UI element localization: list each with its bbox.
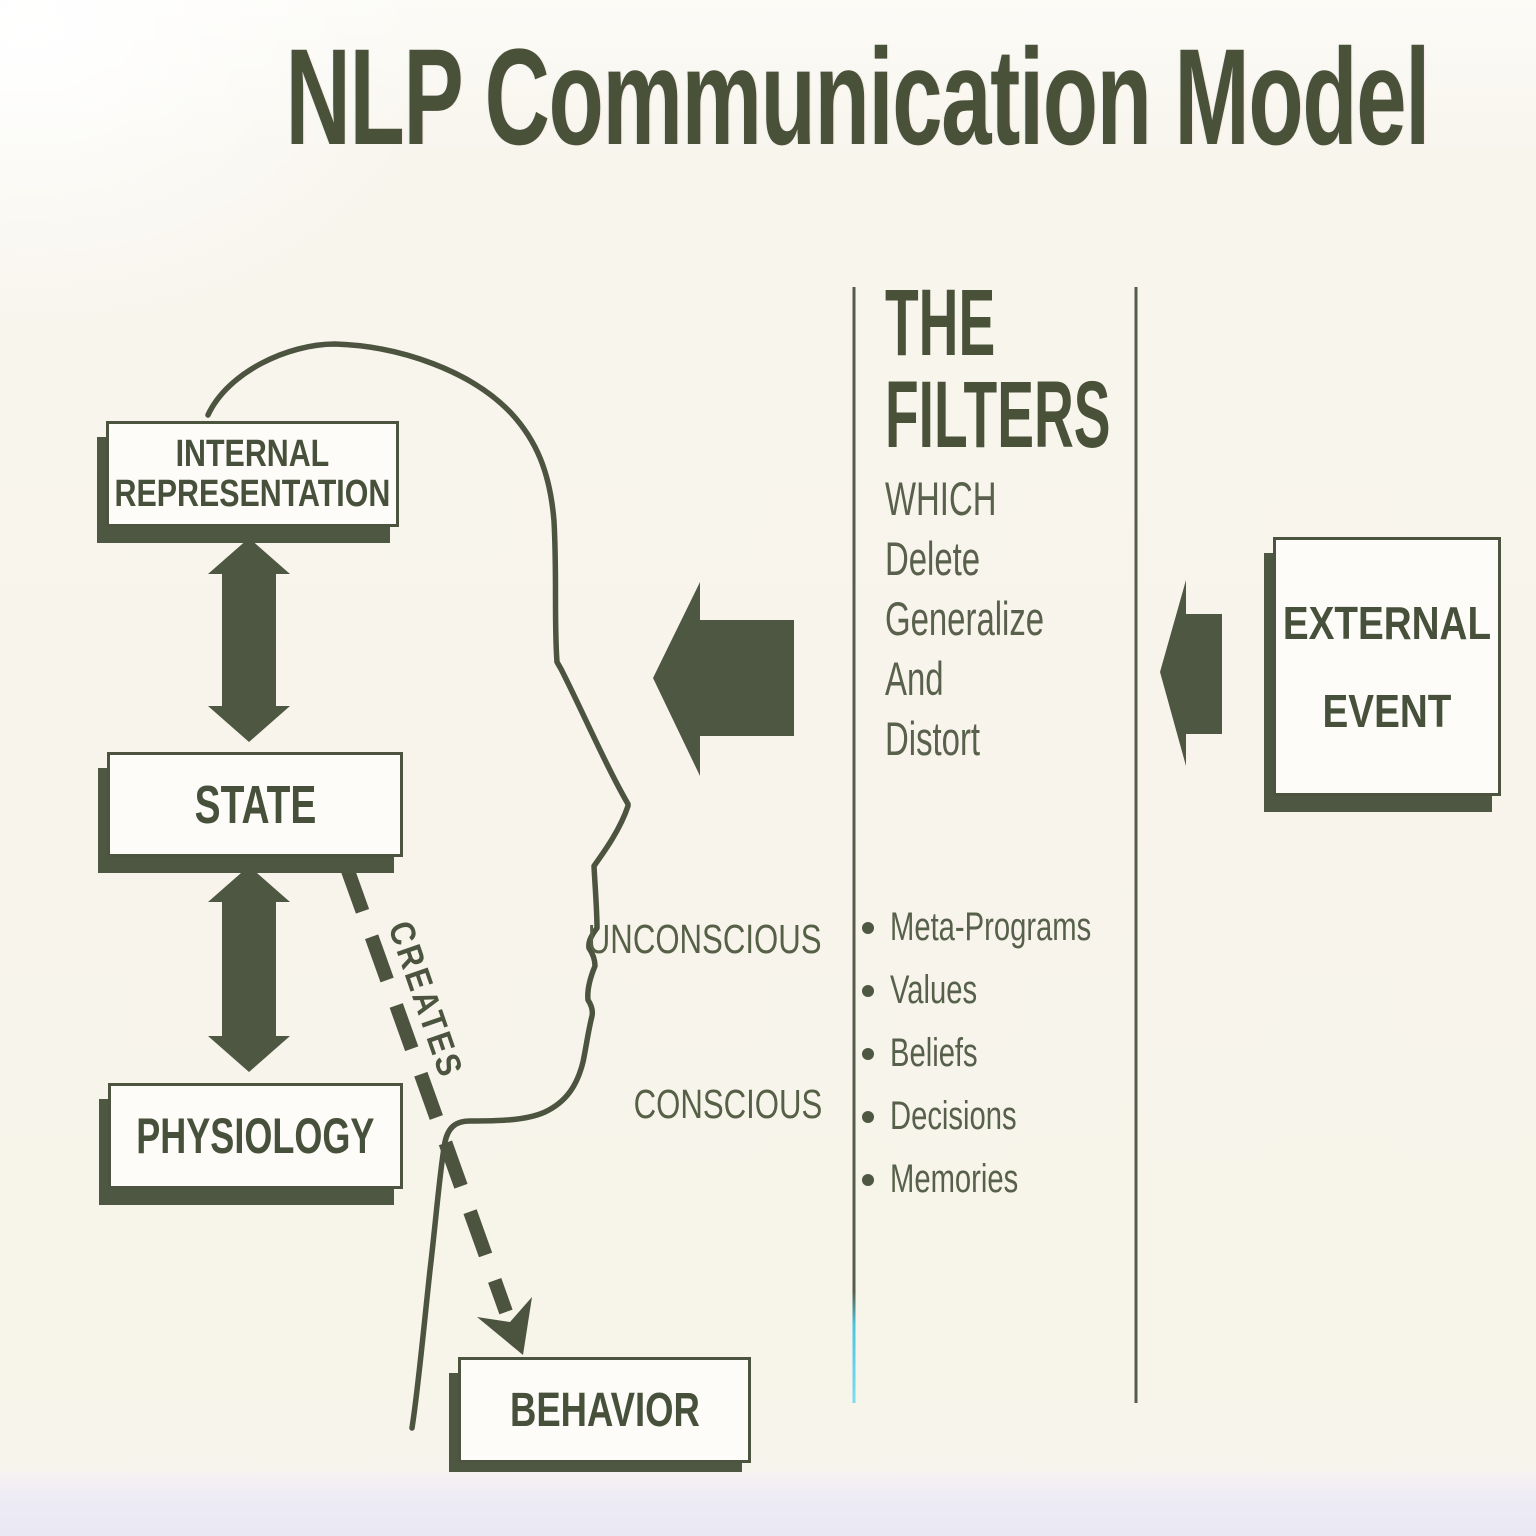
external-event-label-line2: EVENT [1322, 684, 1452, 737]
bullet-dot-icon [862, 1173, 874, 1186]
external-event-label-line1: EXTERNAL [1282, 596, 1492, 649]
filters-bullet-list: Meta-Programs Values Beliefs Decisions M… [862, 896, 1166, 1211]
internal-representation-label-line2: REPRESENTATION [114, 473, 391, 515]
physiology-label: PHYSIOLOGY [136, 1108, 375, 1164]
arrow-event-to-filters-icon [1160, 580, 1222, 766]
list-item-values: Values [862, 959, 1166, 1022]
list-item-beliefs: Beliefs [862, 1022, 1166, 1085]
internal-representation-label-line1: INTERNAL [175, 433, 330, 475]
arrow-filters-to-mind-icon [653, 582, 794, 776]
head-profile-outline [205, 341, 631, 1431]
page-title: NLP Communication Model [0, 28, 1527, 168]
box-state: STATE [107, 752, 403, 857]
filters-heading-line2: FILTERS [885, 362, 1111, 468]
double-arrow-state-physiology-icon [208, 866, 290, 1072]
page-title-text: NLP Communication Model [285, 21, 1431, 174]
creates-arrowhead-icon [477, 1297, 532, 1355]
filters-heading: THE FILTERS [885, 270, 1274, 468]
bullet-dot-icon [862, 921, 874, 934]
filters-subtitle: WHICH Delete Generalize And Distort [885, 469, 1112, 769]
double-arrow-ir-state-icon [208, 538, 290, 742]
scan-edge-band [0, 1472, 1536, 1536]
filters-heading-line1: THE [885, 270, 996, 376]
state-label: STATE [194, 774, 316, 835]
bullet-dot-icon [862, 1047, 874, 1060]
unconscious-label: UNCONSCIOUS [588, 916, 822, 962]
list-item-decisions: Decisions [862, 1085, 1166, 1148]
box-behavior: BEHAVIOR [458, 1357, 751, 1463]
conscious-label: CONSCIOUS [633, 1081, 822, 1127]
bullet-dot-icon [862, 1110, 874, 1123]
bullet-label: Beliefs [890, 1031, 978, 1075]
bullet-dot-icon [862, 984, 874, 997]
creates-dashed-line [340, 865, 513, 1315]
filters-subtitle-generalize: Generalize [885, 592, 1045, 645]
bullet-label: Meta-Programs [890, 905, 1092, 949]
filters-subtitle-which: WHICH [885, 472, 997, 525]
bullet-label: Values [890, 968, 978, 1012]
bullet-label: Memories [890, 1157, 1019, 1201]
box-internal-representation: INTERNAL REPRESENTATION [106, 421, 399, 527]
box-external-event: EXTERNAL EVENT [1273, 537, 1501, 796]
list-item-memories: Memories [862, 1148, 1166, 1211]
filters-subtitle-delete: Delete [885, 532, 981, 585]
filters-subtitle-and: And [885, 652, 944, 705]
bullet-label: Decisions [890, 1094, 1017, 1138]
filters-subtitle-distort: Distort [885, 712, 981, 765]
list-item-meta-programs: Meta-Programs [862, 896, 1166, 959]
box-physiology: PHYSIOLOGY [108, 1083, 403, 1189]
behavior-label: BEHAVIOR [509, 1383, 700, 1437]
